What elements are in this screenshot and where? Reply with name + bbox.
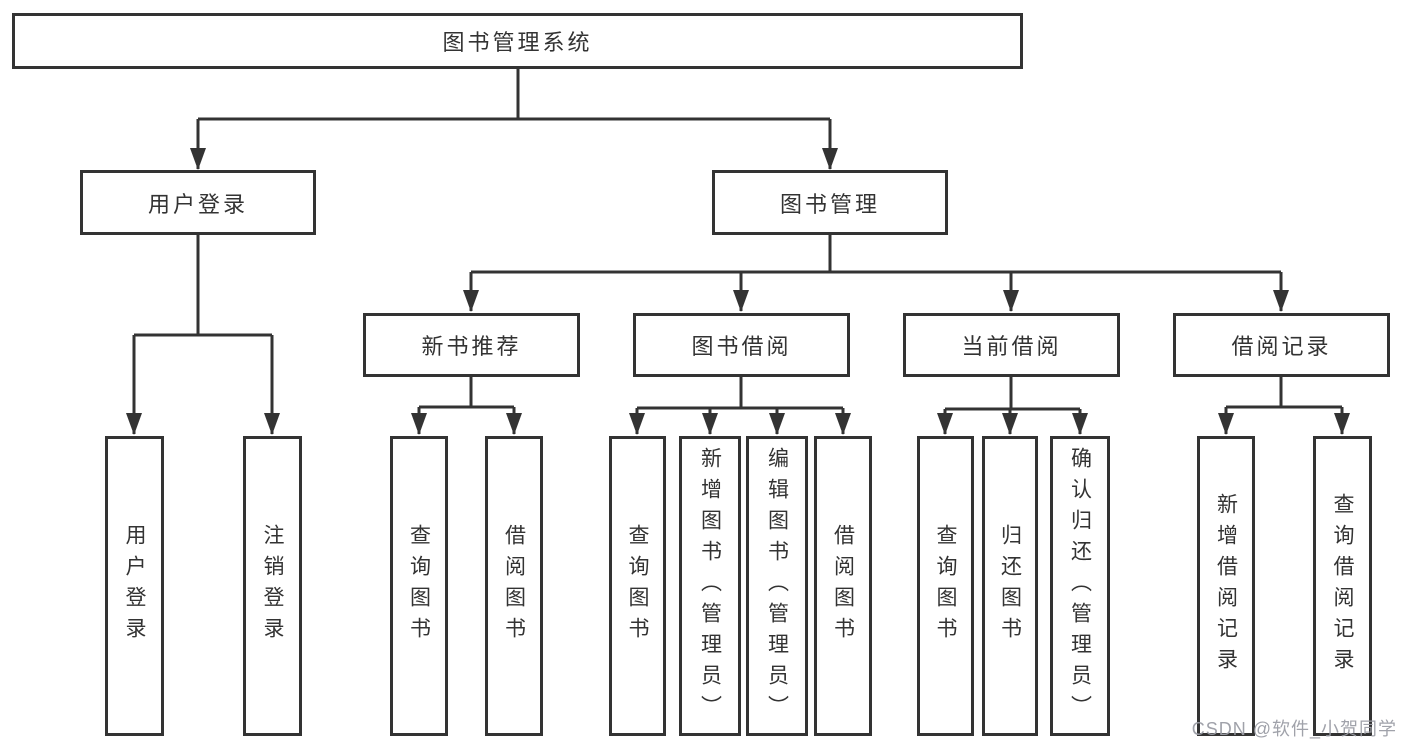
node-root-label: 图书管理系统: [442, 30, 593, 55]
node-user-login-label: 用户登录: [147, 191, 248, 217]
node-new-book-recommend: 新书推荐: [363, 313, 580, 377]
leaf-add-borrow-record-label: 新增借阅记录: [1214, 493, 1238, 679]
node-current-borrowing: 当前借阅: [903, 313, 1120, 377]
leaf-add-books-admin-label: 新增图书（管理员）: [698, 446, 722, 726]
leaf-query-books-3-label: 查询图书: [934, 524, 957, 648]
node-book-management: 图书管理: [712, 170, 948, 235]
node-current-borrowing-label: 当前借阅: [961, 334, 1062, 359]
node-new-book-recommend-label: 新书推荐: [421, 334, 522, 359]
leaf-user-login-label: 用户登录: [123, 524, 146, 648]
csdn-watermark: CSDN @软件_小贺同学: [1191, 719, 1397, 739]
leaf-query-books-1-label: 查询图书: [407, 524, 431, 648]
leaf-borrow-books-1-label: 借阅图书: [502, 524, 526, 648]
leaf-add-books-admin: 新增图书（管理员）: [679, 436, 741, 736]
leaf-confirm-return-admin-label: 确认归还（管理员）: [1068, 446, 1092, 726]
node-user-login: 用户登录: [80, 170, 316, 235]
leaf-borrow-books-2-label: 借阅图书: [831, 524, 855, 648]
leaf-borrow-books-2: 借阅图书: [814, 436, 872, 736]
leaf-query-books-2-label: 查询图书: [626, 524, 649, 648]
node-root: 图书管理系统: [12, 13, 1023, 69]
leaf-logout-label: 注销登录: [261, 524, 284, 648]
leaf-edit-books-admin: 编辑图书（管理员）: [746, 436, 808, 736]
leaf-confirm-return-admin: 确认归还（管理员）: [1050, 436, 1110, 736]
leaf-logout: 注销登录: [243, 436, 302, 736]
leaf-borrow-books-1: 借阅图书: [485, 436, 543, 736]
node-book-management-label: 图书管理: [779, 191, 880, 217]
leaf-query-books-2: 查询图书: [609, 436, 666, 736]
leaf-query-books-3: 查询图书: [917, 436, 974, 736]
node-borrowing-records: 借阅记录: [1173, 313, 1390, 377]
leaf-query-borrow-record-label: 查询借阅记录: [1331, 493, 1354, 679]
node-book-borrowing: 图书借阅: [633, 313, 850, 377]
leaf-add-borrow-record: 新增借阅记录: [1197, 436, 1255, 736]
node-book-borrowing-label: 图书借阅: [691, 334, 792, 359]
leaf-query-books-1: 查询图书: [390, 436, 448, 736]
leaf-query-borrow-record: 查询借阅记录: [1313, 436, 1372, 736]
node-borrowing-records-label: 借阅记录: [1231, 334, 1332, 359]
leaf-return-books-label: 归还图书: [998, 524, 1022, 648]
leaf-edit-books-admin-label: 编辑图书（管理员）: [765, 446, 789, 726]
leaf-return-books: 归还图书: [982, 436, 1038, 736]
leaf-user-login: 用户登录: [105, 436, 164, 736]
